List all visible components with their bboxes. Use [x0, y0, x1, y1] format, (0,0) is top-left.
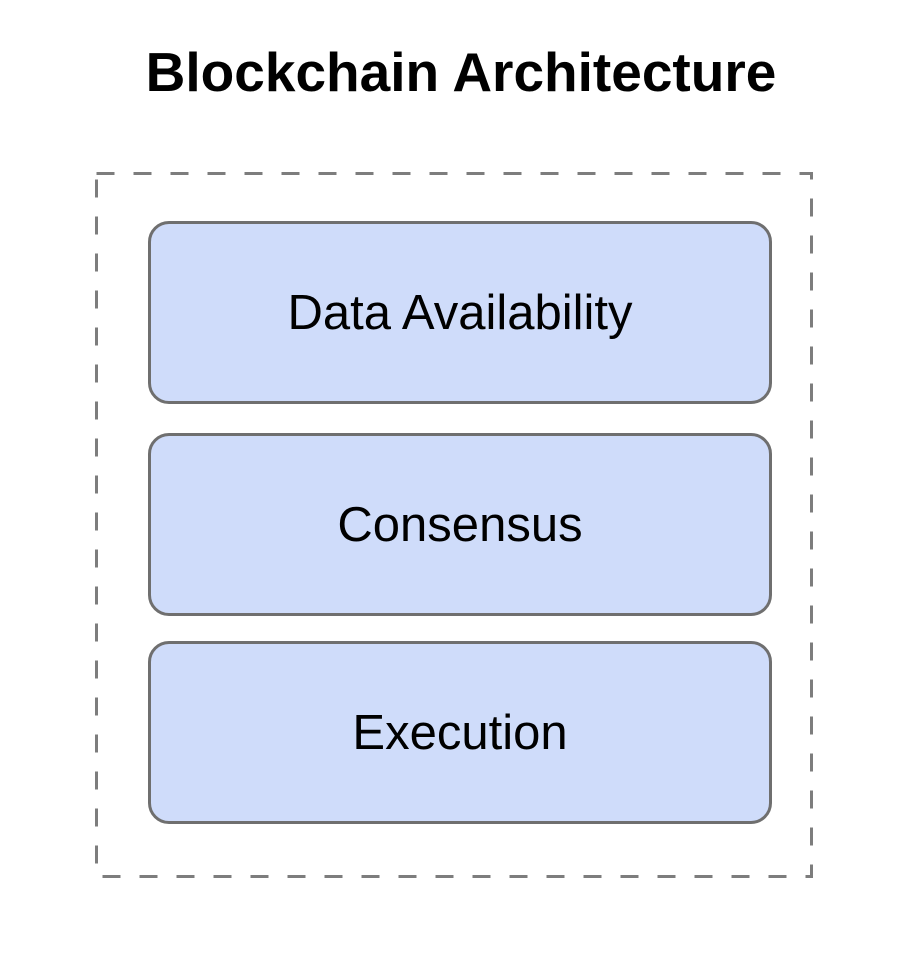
- diagram-title: Blockchain Architecture: [145, 41, 777, 103]
- layer-label: Consensus: [337, 497, 583, 552]
- layer-box-consensus: Consensus: [148, 433, 772, 616]
- blockchain-architecture-container: Data Availability Consensus Execution: [95, 172, 813, 878]
- dashed-boundary: [95, 172, 813, 878]
- layer-label: Data Availability: [287, 285, 633, 340]
- layer-box-execution: Execution: [148, 641, 772, 824]
- layer-label: Execution: [352, 705, 568, 760]
- layer-box-data-availability: Data Availability: [148, 221, 772, 404]
- dashed-boundary-rect: [95, 172, 813, 878]
